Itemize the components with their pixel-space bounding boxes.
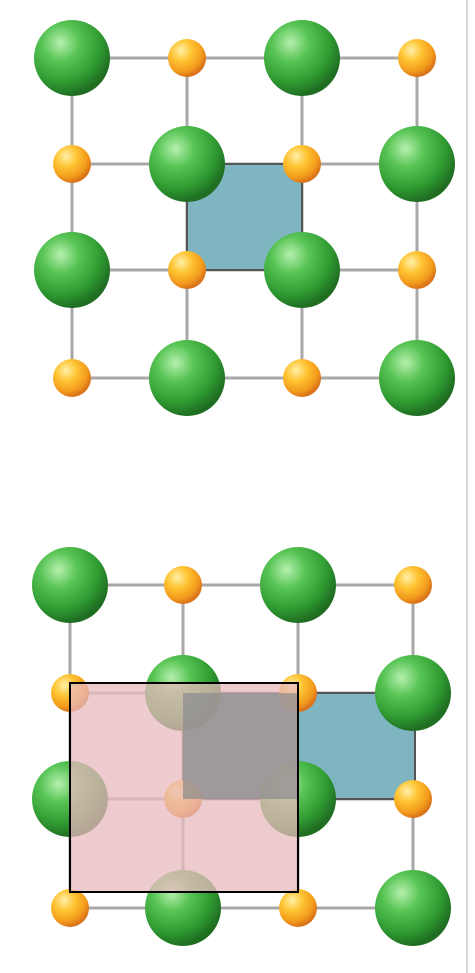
large-atom-icon — [32, 547, 108, 623]
large-atom-icon — [375, 655, 451, 731]
small-atom-icon — [279, 889, 317, 927]
small-atom-icon — [394, 780, 432, 818]
large-atom-icon — [260, 547, 336, 623]
unit-cell-overlap — [183, 693, 298, 799]
bottom-lattice-panel — [32, 547, 451, 946]
large-atom-icon — [375, 870, 451, 946]
bond-grid — [70, 56, 419, 380]
small-atom-icon — [51, 889, 89, 927]
large-atom-icon — [379, 126, 455, 202]
large-atom-icon — [149, 126, 225, 202]
small-atom-icon — [53, 359, 91, 397]
small-atom-icon — [398, 39, 436, 77]
large-atom-icon — [379, 340, 455, 416]
small-atom-icon — [168, 251, 206, 289]
small-atom-icon — [283, 359, 321, 397]
large-atom-icon — [34, 20, 110, 96]
large-atom-icon — [264, 232, 340, 308]
atom-layer — [34, 20, 455, 416]
top-lattice-panel — [34, 20, 455, 416]
black-frame — [69, 682, 299, 893]
small-atom-icon — [53, 145, 91, 183]
large-atom-icon — [149, 340, 225, 416]
small-atom-icon — [168, 39, 206, 77]
large-atom-icon — [34, 232, 110, 308]
small-atom-icon — [394, 566, 432, 604]
small-atom-icon — [398, 251, 436, 289]
large-atom-icon — [264, 20, 340, 96]
right-edge-divider — [466, 0, 468, 973]
small-atom-icon — [164, 566, 202, 604]
small-atom-icon — [283, 145, 321, 183]
